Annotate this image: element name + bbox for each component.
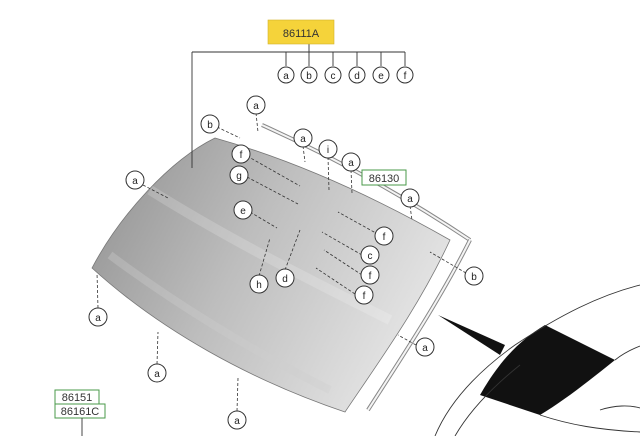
windshield-glass — [91, 137, 451, 413]
callout-3: a — [246, 95, 266, 115]
part-number-box-main — [267, 19, 335, 45]
callout-label: a — [348, 158, 354, 169]
callout-1: a — [125, 170, 145, 190]
part-number-molding: 86130 — [369, 173, 400, 185]
part-number-lower-1: 86151 — [62, 392, 93, 404]
part-number-box-molding — [361, 169, 407, 186]
callout-label: h — [256, 280, 262, 291]
callout-label: f — [383, 232, 386, 243]
callout-label: a — [253, 101, 259, 112]
callout-7: a — [400, 188, 420, 208]
top-callout-label: d — [354, 71, 360, 82]
callout-label: i — [327, 145, 329, 156]
callout-label: b — [471, 272, 477, 283]
callout-6: a — [341, 152, 361, 172]
callout-label: d — [282, 274, 288, 285]
part-number-box-lower-2 — [54, 403, 106, 419]
car-outline — [434, 284, 640, 436]
callout-label: a — [132, 176, 138, 187]
callout-13: f — [360, 265, 380, 285]
callout-label: a — [300, 134, 306, 145]
top-callout-label: f — [404, 71, 407, 82]
callout-8: f — [231, 144, 251, 164]
leader-lines — [96, 112, 467, 412]
callout-15: h — [249, 274, 269, 294]
callout-16: d — [275, 268, 295, 288]
top-callout-label: a — [283, 71, 289, 82]
top-callout-label: e — [378, 71, 384, 82]
callout-5: a — [293, 128, 313, 148]
callout-label: g — [236, 171, 242, 182]
part-number-lower-2: 86161C — [61, 406, 100, 418]
callout-label: a — [154, 369, 160, 380]
callout-label: c — [368, 251, 373, 262]
top-callout-label: c — [331, 71, 336, 82]
callout-20: a — [147, 363, 167, 383]
callout-label: a — [234, 416, 240, 427]
callout-label: b — [207, 120, 213, 131]
callout-label: f — [369, 271, 372, 282]
callout-11: f — [374, 226, 394, 246]
callout-label: f — [240, 150, 243, 161]
part-number-main: 86111A — [283, 28, 320, 40]
callout-label: a — [95, 313, 101, 324]
callout-18: a — [415, 337, 435, 357]
callout-19: a — [88, 307, 108, 327]
callout-21: a — [227, 410, 247, 430]
glass-band — [147, 185, 393, 325]
callout-label: e — [240, 206, 246, 217]
callout-17: b — [464, 266, 484, 286]
callout-12: c — [360, 245, 380, 265]
callout-10: e — [233, 200, 253, 220]
callout-2: b — [200, 114, 220, 134]
side-molding-inner — [367, 239, 471, 411]
glass-band — [107, 251, 332, 394]
callout-9: g — [229, 165, 249, 185]
top-callout-row: a b c d e f — [277, 66, 414, 84]
callout-label: a — [407, 194, 413, 205]
callout-22: a — [95, 309, 101, 320]
callout-label: f — [363, 291, 366, 302]
callout-14: f — [354, 285, 374, 305]
callout-4: i — [318, 139, 338, 159]
top-callout-label: b — [306, 71, 312, 82]
callout-label: a — [422, 343, 428, 354]
